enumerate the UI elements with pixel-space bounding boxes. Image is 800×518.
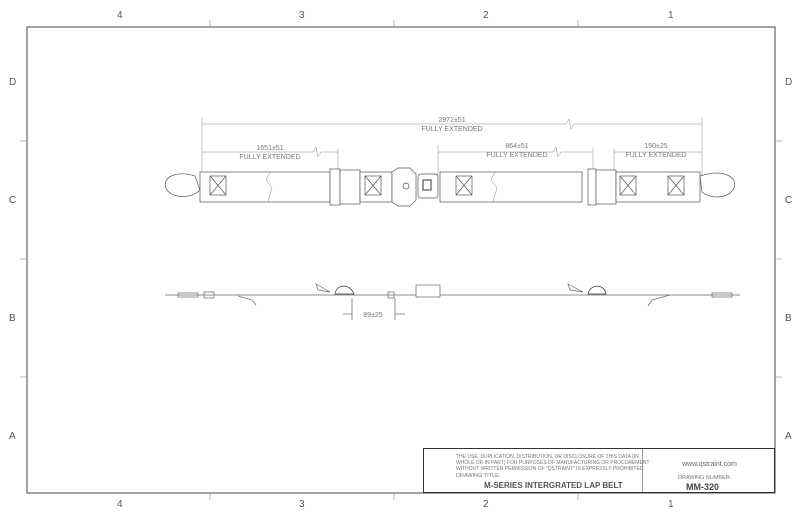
dim-overall-value: 2972±51 [438, 117, 465, 124]
zone-row-b-right: B [785, 313, 792, 324]
dim-right-note: FULLY EXTENDED [625, 152, 686, 159]
zone-col-3-bottom: 3 [299, 499, 305, 510]
right-hook [699, 172, 736, 198]
zone-col-1-top: 1 [668, 10, 674, 21]
zone-col-1-bottom: 1 [668, 499, 674, 510]
zone-col-4-top: 4 [117, 10, 123, 21]
zone-ticks [20, 20, 782, 500]
drawing-title: M-SERIES INTERGRATED LAP BELT [484, 481, 623, 490]
dim-side-value: 89±25 [363, 312, 383, 319]
belt-top-view [164, 167, 736, 207]
zone-row-b-left: B [9, 313, 16, 324]
dim-left-note: FULLY EXTENDED [239, 154, 300, 161]
zone-col-2-top: 2 [483, 10, 489, 21]
drawing-number-label: DRAWING NUMBER: [678, 475, 732, 481]
disclaimer-text: THE USE, DUPLICATION, DISTRIBUTION, OR D… [456, 454, 650, 472]
zone-col-4-bottom: 4 [117, 499, 123, 510]
website-text: www.qstraint.com [682, 461, 737, 468]
zone-row-d-right: D [785, 77, 793, 88]
zone-row-a-right: A [785, 431, 792, 442]
zone-col-2-bottom: 2 [483, 499, 489, 510]
zone-col-3-top: 3 [299, 10, 305, 21]
belt-side-view [165, 283, 740, 320]
dim-left-value: 1651±51 [256, 145, 283, 152]
dim-overall-note: FULLY EXTENDED [421, 126, 482, 133]
zone-row-c-left: C [9, 195, 17, 206]
dim-buckle-note: FULLY EXTENDED [486, 152, 547, 159]
dim-right-value: 190±25 [644, 143, 667, 150]
dim-buckle-value: 864±51 [505, 143, 528, 150]
drawing-number: MM-320 [686, 482, 720, 492]
zone-row-a-left: A [9, 431, 16, 442]
title-block: THE USE, DUPLICATION, DISTRIBUTION, OR D… [423, 448, 775, 493]
left-retractor [339, 169, 361, 205]
dimension-lines [201, 118, 703, 178]
drawing-title-label: DRAWING TITLE: [456, 473, 501, 479]
left-hook [164, 173, 201, 197]
right-retractor [595, 169, 617, 205]
zone-row-d-left: D [9, 77, 17, 88]
zone-row-c-right: C [785, 195, 793, 206]
drawing-border [26, 26, 776, 494]
